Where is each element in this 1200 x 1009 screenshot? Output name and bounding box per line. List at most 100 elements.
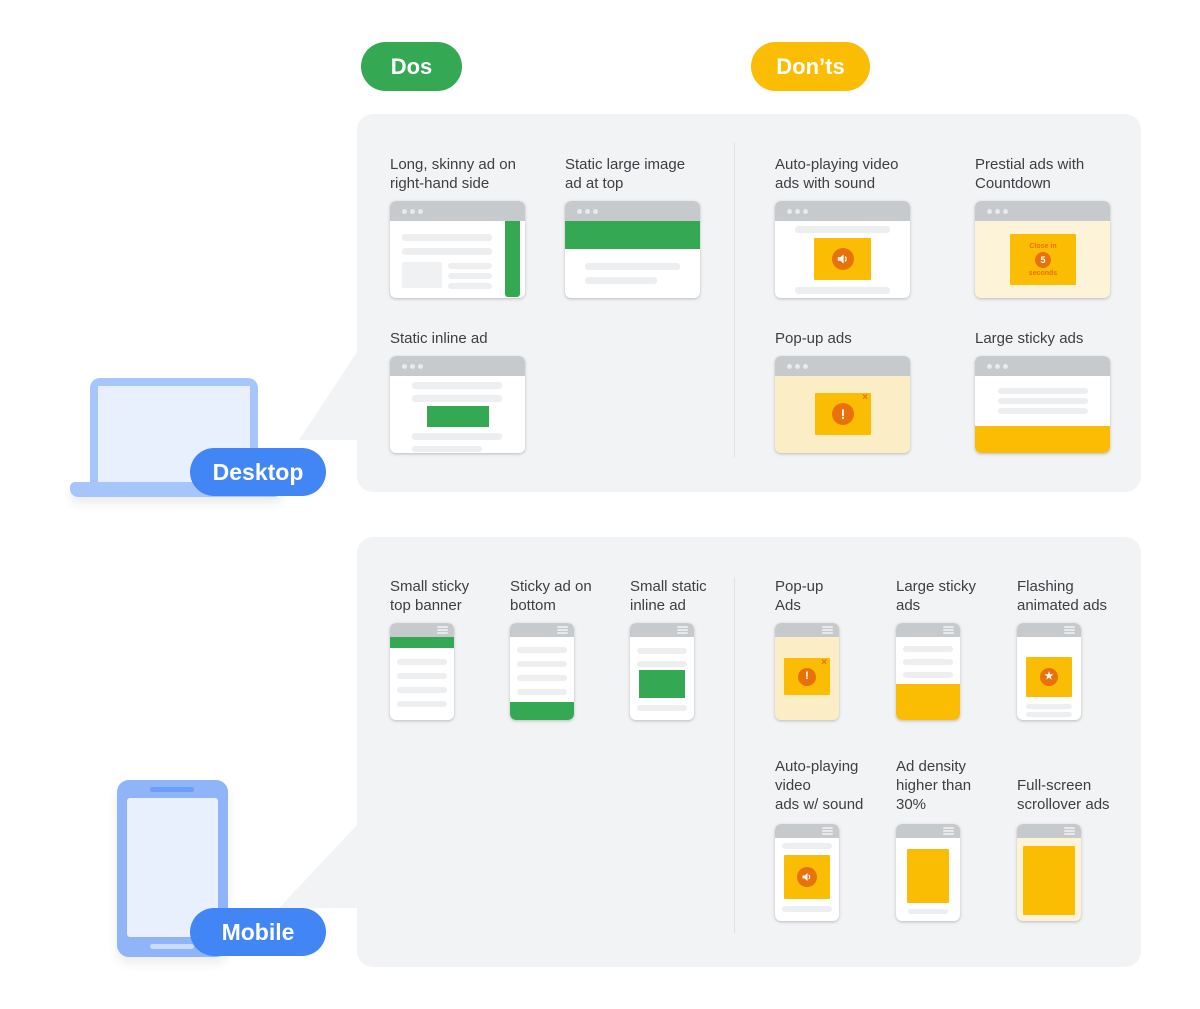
window-dots-icon <box>410 209 415 214</box>
phone-statusbar <box>510 623 574 637</box>
window-dots-icon <box>418 364 423 369</box>
star-icon: ★ <box>1040 668 1058 686</box>
ad-example-card: Small static inline ad <box>630 577 740 720</box>
ad-example-card: Small sticky top banner <box>390 577 500 720</box>
placeholder-text-line <box>402 248 492 255</box>
window-dots-icon <box>402 209 407 214</box>
smartphone-illustration <box>117 780 228 957</box>
ad-example-label: Large sticky ads <box>975 330 1084 347</box>
window-dots-icon <box>585 209 590 214</box>
countdown-text: seconds <box>1028 269 1058 277</box>
window-dots-icon <box>987 209 992 214</box>
placeholder-text-line <box>402 234 492 241</box>
placeholder-text-line <box>397 673 447 679</box>
placeholder-text-line <box>397 701 447 707</box>
mockup-body <box>775 838 839 921</box>
donts-badge: Don’ts <box>751 42 870 91</box>
mockup-body: ×! <box>775 376 910 453</box>
ad-example-label: Full-screen scrollover ads <box>1017 777 1110 813</box>
window-dots-icon <box>787 209 792 214</box>
ad-example-card: Pop-up Ads ×! <box>775 577 885 720</box>
ad-example-card: Flashing animated ads★ <box>1017 577 1127 720</box>
warning-icon: ! <box>798 667 816 686</box>
placeholder-text-line <box>782 906 832 912</box>
ad-example-label: Pop-up Ads <box>775 578 824 614</box>
phone-ad-mockup <box>510 623 574 720</box>
placeholder-text-line <box>903 659 953 665</box>
placeholder-text-line <box>585 263 680 270</box>
ad-example-card: Auto-playing video ads w/ sound <box>775 757 885 921</box>
speech-bubble-tail <box>299 352 357 440</box>
ad-example-label: Auto-playing video ads with sound <box>775 156 899 192</box>
menu-icon <box>822 827 833 836</box>
window-dots-icon <box>410 364 415 369</box>
window-dots-icon <box>995 209 1000 214</box>
browser-titlebar <box>390 356 525 376</box>
desktop-pill-label: Desktop <box>190 448 326 496</box>
browser-titlebar <box>565 201 700 221</box>
window-dots-icon <box>787 364 792 369</box>
window-dots-icon <box>795 209 800 214</box>
ad-example-label: Sticky ad on bottom <box>510 578 592 614</box>
menu-icon <box>1064 827 1075 836</box>
mockup-body <box>510 637 574 720</box>
ad-example-label: Large sticky ads <box>896 578 977 614</box>
dos-donts-divider <box>734 143 735 457</box>
mockup-body <box>565 221 700 298</box>
window-dots-icon <box>577 209 582 214</box>
speech-bubble-tail <box>279 825 357 908</box>
popup-ad-box: ×! <box>784 657 830 695</box>
ad-example-card: Large sticky ads <box>975 329 1110 453</box>
window-dots-icon <box>402 364 407 369</box>
density-ad-box <box>907 849 949 903</box>
ad-top-banner <box>565 221 700 249</box>
window-dots-icon <box>803 209 808 214</box>
mockup-body <box>390 221 525 298</box>
mockup-body <box>896 637 960 720</box>
mockup-body: ×! <box>775 637 839 720</box>
close-icon: × <box>862 392 868 403</box>
mockup-body <box>896 838 960 921</box>
mockup-body <box>975 376 1110 453</box>
placeholder-text-line <box>517 689 567 695</box>
ad-sticky-bar <box>510 702 574 720</box>
browser-ad-mockup <box>975 356 1110 453</box>
placeholder-text-line <box>998 408 1088 414</box>
ad-example-card: Ad density higher than 30% <box>896 757 1006 921</box>
phone-statusbar <box>1017 824 1081 838</box>
placeholder-text-line <box>1026 712 1072 717</box>
placeholder-text-line <box>517 661 567 667</box>
phone-ad-mockup <box>630 623 694 720</box>
browser-titlebar <box>775 356 910 376</box>
mockup-body: ★ <box>1017 637 1081 720</box>
placeholder-text-line <box>412 395 502 402</box>
ad-right-rail <box>505 221 520 297</box>
placeholder-text-line <box>795 226 890 233</box>
placeholder-text-line <box>795 287 890 294</box>
phone-home-line <box>150 944 194 949</box>
phone-ad-mockup <box>1017 824 1081 921</box>
browser-titlebar <box>975 201 1110 221</box>
window-dots-icon <box>995 364 1000 369</box>
placeholder-text-line <box>998 388 1088 394</box>
window-dots-icon <box>795 364 800 369</box>
ad-sticky-bar <box>975 426 1110 453</box>
placeholder-text-line <box>397 687 447 693</box>
ad-example-card: Static large image ad at top <box>565 155 700 298</box>
phone-statusbar <box>630 623 694 637</box>
phone-statusbar <box>896 623 960 637</box>
mobile-pill-label: Mobile <box>190 908 326 956</box>
flashing-ad-box: ★ <box>1026 657 1072 697</box>
scrollover-ad-box <box>1023 846 1075 915</box>
placeholder-image-block <box>402 262 442 288</box>
ad-inline-box <box>427 406 489 427</box>
video-ad-box <box>784 855 830 899</box>
window-dots-icon <box>593 209 598 214</box>
placeholder-text-line <box>637 648 687 654</box>
